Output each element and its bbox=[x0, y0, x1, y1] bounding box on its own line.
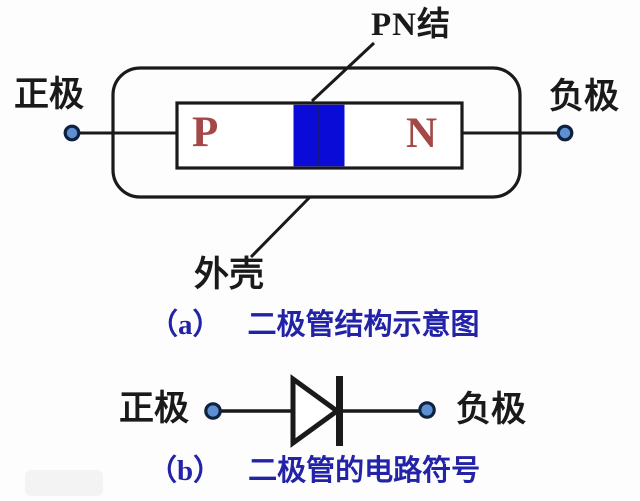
caption-b-index: （b） bbox=[148, 455, 223, 487]
caption-b-text: 二极管的电路符号 bbox=[248, 455, 481, 487]
caption-a: （a） 二极管结构示意图 bbox=[149, 309, 480, 342]
symbol-cathode-terminal-dot bbox=[418, 401, 436, 419]
caption-b: （b） 二极管的电路符号 bbox=[148, 455, 480, 488]
n-region-letter: N bbox=[406, 110, 438, 157]
symbol-anode-terminal-dot bbox=[204, 402, 222, 420]
diode-cathode-bar-symbol bbox=[336, 376, 343, 446]
pn-junction-leader-line bbox=[310, 41, 376, 103]
caption-a-index: （a） bbox=[149, 309, 222, 341]
caption-a-text: 二极管结构示意图 bbox=[247, 309, 480, 341]
symbol-anode-label: 正极 bbox=[119, 389, 190, 428]
anode-terminal-dot bbox=[63, 124, 81, 142]
structure-anode-label: 正极 bbox=[14, 75, 85, 114]
pn-junction-label: PN结 bbox=[371, 7, 451, 43]
symbol-cathode-label: 负极 bbox=[456, 390, 527, 429]
diode-triangle-anode-symbol bbox=[290, 374, 342, 448]
structure-cathode-label: 负极 bbox=[549, 77, 620, 116]
p-region-letter: P bbox=[192, 109, 219, 156]
faint-watermark-patch bbox=[25, 470, 103, 496]
shell-label: 外壳 bbox=[194, 255, 265, 294]
cathode-terminal-dot bbox=[556, 124, 574, 142]
shell-leader-line bbox=[249, 195, 312, 259]
